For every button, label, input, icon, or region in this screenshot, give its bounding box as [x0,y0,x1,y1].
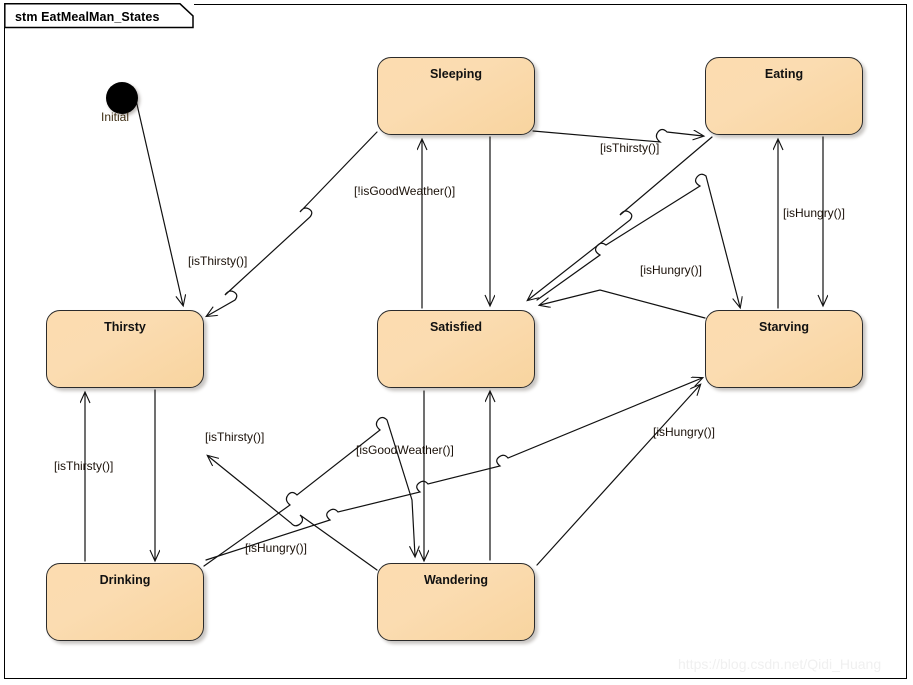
guard-label-satisfied-starving: [isHungry()] [640,263,703,277]
guard-label-eating-starving: [isHungry()] [783,206,846,220]
watermark: https://blog.csdn.net/Qidi_Huang [678,656,882,672]
guard-label-wandering-starving: [isHungry()] [653,425,716,439]
state-wandering[interactable]: Wandering [377,563,535,641]
state-label-starving: Starving [758,320,809,334]
state-label-wandering: Wandering [423,573,489,587]
state-starving[interactable]: Starving [705,310,863,388]
guard-label-wandering-satisfied: [isGoodWeather()] [356,443,454,457]
initial-state-node[interactable] [106,82,138,114]
state-label-satisfied: Satisfied [429,320,483,334]
state-label-thirsty: Thirsty [104,320,146,334]
guard-label-initial-thirsty: [isThirsty()] [188,254,248,268]
guard-label-wandering-thirsty: [isThirsty()] [205,430,265,444]
guard-label-drinking-thirsty: [isThirsty()] [54,459,114,473]
state-sleeping[interactable]: Sleeping [377,57,535,135]
page-title: stm EatMealMan_States [15,10,160,24]
state-label-sleeping: Sleeping [429,67,483,81]
initial-state-label: Initial [101,110,130,124]
state-satisfied[interactable]: Satisfied [377,310,535,388]
title-tab-shape [4,3,194,29]
diagram-title-tab: stm EatMealMan_States [4,3,194,29]
state-thirsty[interactable]: Thirsty [46,310,204,388]
state-label-drinking: Drinking [99,573,151,587]
guard-label-drinking-hungry: [isHungry()] [245,541,308,555]
state-label-eating: Eating [764,67,804,81]
state-eating[interactable]: Eating [705,57,863,135]
guard-label-satisfied-sleeping: [!isGoodWeather()] [354,184,456,198]
guard-label-sleeping-eating: [isThirsty()] [600,141,660,155]
state-drinking[interactable]: Drinking [46,563,204,641]
